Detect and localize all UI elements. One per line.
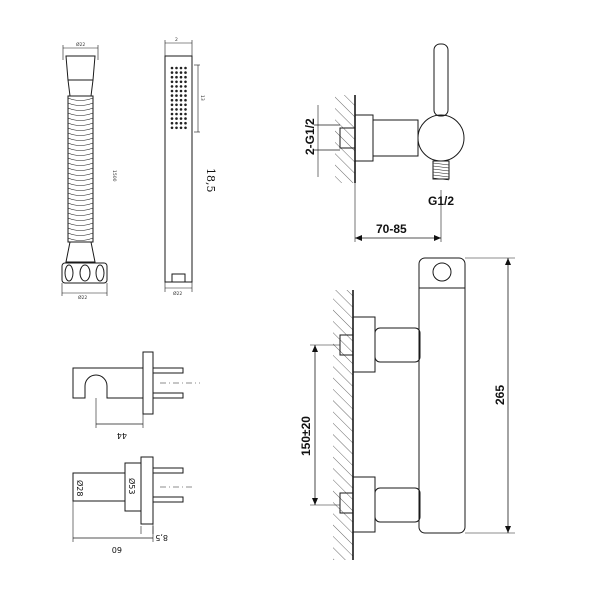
projection-label: 70-85	[376, 222, 407, 236]
shower-hose-drawing: Ø22 1500 Ø22	[61, 41, 117, 301]
shower-bottom-dim-label: Ø22	[173, 290, 182, 297]
spray-nozzle-pattern	[170, 66, 187, 130]
hand-shower-drawing: 2 13 18,5 Ø22	[164, 37, 217, 297]
wall-bracket-drawing: 44 Ø28 Ø53 60 8,5	[72, 351, 200, 554]
hand-shower-length-label: 18,5	[204, 168, 217, 193]
rosette-diameter-label: Ø28	[75, 480, 85, 496]
rosette-inner-label: Ø53	[127, 478, 137, 494]
hose-length-label: 1500	[111, 170, 117, 182]
bracket-width-label: 60	[112, 545, 122, 554]
height-label: 265	[493, 385, 507, 405]
hose-coils	[67, 97, 94, 241]
hose-top-dim-label: Ø22	[76, 41, 85, 48]
outlet-thread	[432, 162, 450, 181]
shower-top-dim-label: 2	[175, 37, 178, 43]
mixer-front-view: 150±20 265	[299, 257, 515, 560]
bracket-offset-label: 8,5	[155, 533, 168, 542]
hose-bottom-dim-label: Ø22	[78, 294, 87, 301]
inlet-thread-label: 2-G1/2	[303, 118, 317, 155]
centers-label: 150±20	[299, 416, 313, 456]
bracket-depth-label: 44	[117, 431, 127, 440]
shower-spray-dim-label: 13	[199, 95, 205, 101]
mixer-side-view: 2-G1/2 G1/2 70-85	[303, 43, 465, 242]
